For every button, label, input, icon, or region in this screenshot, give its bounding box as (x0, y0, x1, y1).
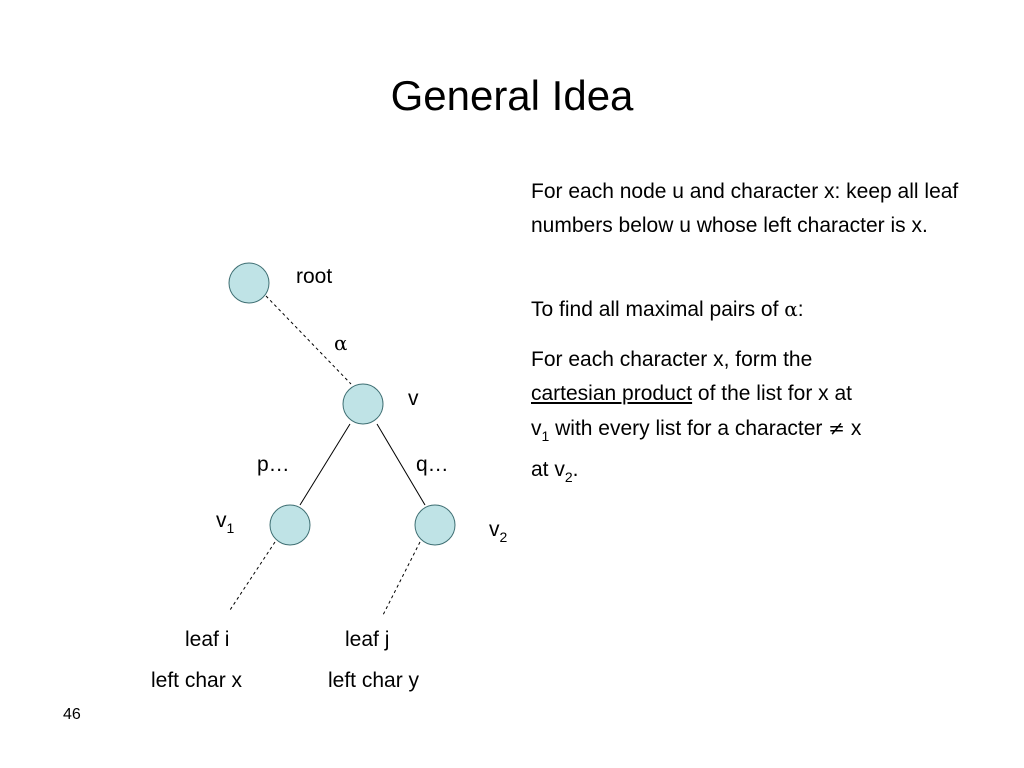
leaf-j-label: leaf j (345, 628, 390, 651)
root-label: root (296, 265, 333, 288)
v2-to-leaf-j-edge (382, 541, 421, 616)
root-to-v-edge (265, 295, 352, 385)
leaf-i-char-label: left char x (151, 669, 243, 692)
paragraph-leaf-lists-text: For each node u and character x: keep al… (531, 180, 959, 237)
slide-title: General Idea (390, 72, 634, 119)
right-edge-label: q… (416, 453, 449, 476)
slide-number: 46 (63, 706, 81, 723)
v-node (342, 383, 384, 425)
v1-to-leaf-i-edge (229, 541, 276, 611)
cartesian-product-link[interactable]: cartesian product (531, 382, 693, 405)
not-equal-symbol: ≠ (828, 416, 845, 440)
alpha-symbol: α (784, 297, 798, 321)
left-edge-label: p… (257, 453, 290, 476)
paragraph-leaf-lists: For each node u and character x: keep al… (531, 175, 971, 243)
leaf-i-label: leaf i (185, 628, 230, 651)
alpha-edge-label: α (334, 331, 348, 355)
v-label: v (408, 387, 419, 410)
v-to-v2-edge (376, 423, 426, 506)
paragraph-maximal-pairs: To find all maximal pairs of α: (531, 297, 804, 321)
paragraph-cartesian-product: For each character x, form the cartesian… (531, 348, 862, 485)
v1-label: v1 (216, 509, 235, 536)
v1-node (269, 504, 311, 546)
leaf-j-char-label: left char y (328, 669, 420, 692)
root-node (228, 262, 270, 304)
v2-node (414, 504, 456, 546)
v-to-v1-edge (299, 423, 351, 506)
v2-label: v2 (489, 518, 508, 545)
